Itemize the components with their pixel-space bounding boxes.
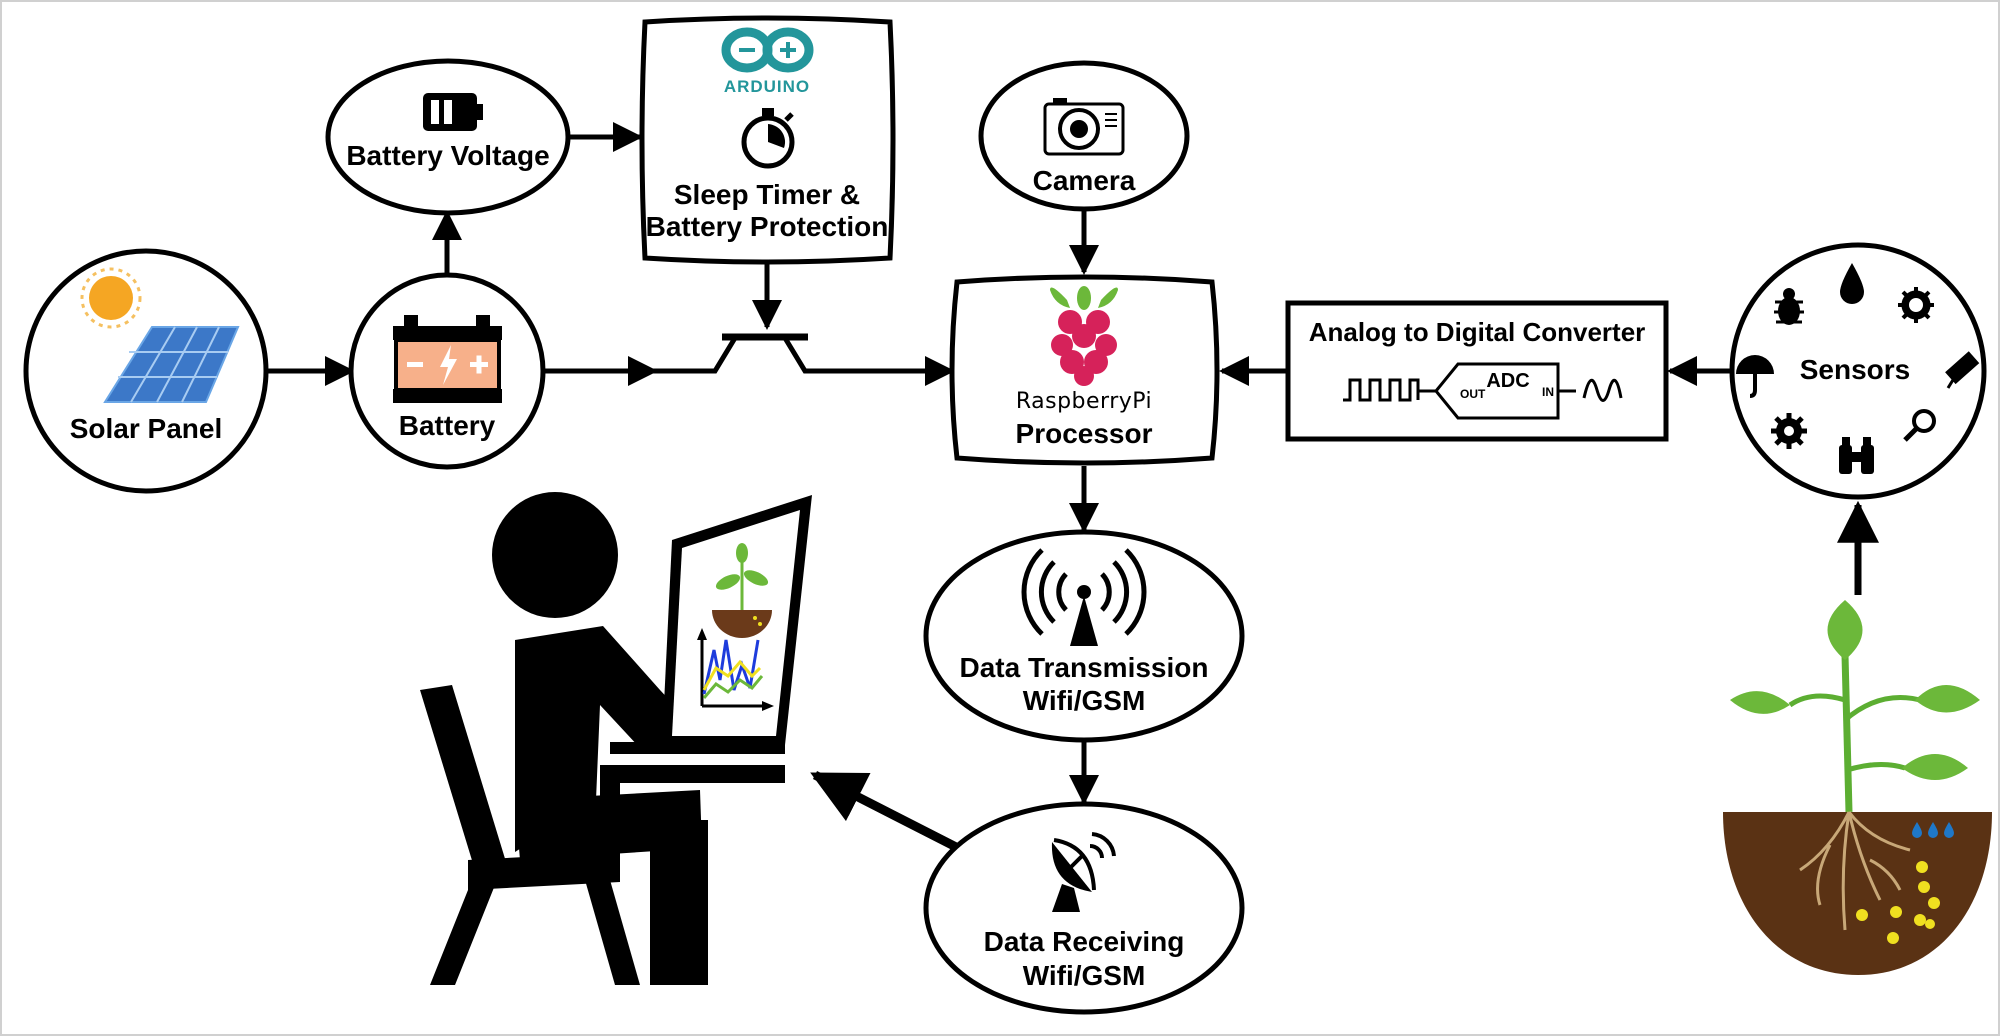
node-transmission: Data Transmission Wifi/GSM [923, 529, 1245, 743]
leaf-right [1915, 685, 1980, 713]
camera-icon [1043, 98, 1125, 156]
transmission-label-line1: Data Transmission [960, 652, 1209, 683]
arduino-label-line2: Battery Protection [646, 211, 889, 242]
monitor-plant-icon [712, 543, 772, 638]
umbrella-icon [1736, 355, 1774, 398]
receiving-label-line2: Wifi/GSM [1023, 960, 1146, 991]
receiving-label-line1: Data Receiving [984, 926, 1185, 957]
node-sensors: Sensors [1729, 242, 1987, 500]
droplet-icon [1840, 263, 1864, 304]
sun-icon [80, 267, 142, 329]
solar-panel-icon [103, 326, 240, 403]
nutrient-dots [1856, 861, 1940, 944]
plant-roots [1799, 811, 1911, 931]
chair-back [420, 685, 510, 880]
node-receiving: Data Receiving Wifi/GSM [923, 801, 1245, 1015]
node-arduino: ARDUINO Sleep Timer & Battery Protection [639, 15, 896, 265]
satellite-dish-icon [1051, 832, 1116, 912]
chair-leg-right [585, 880, 640, 985]
switch-line-battery-side [545, 336, 738, 374]
pen-icon [1945, 351, 1980, 389]
magnifier-icon [1903, 409, 1936, 442]
water-droplets [1912, 822, 1954, 838]
raspberry-pi-icon [1050, 286, 1118, 386]
node-battery-voltage: Battery Voltage [325, 58, 571, 216]
digital-signal-icon [1343, 378, 1420, 402]
node-solar-panel: Solar Panel [23, 248, 269, 494]
chair-seat [468, 852, 620, 890]
person-at-computer-icon [420, 492, 812, 985]
desk [600, 765, 785, 783]
transmission-label-line2: Wifi/GSM [1023, 685, 1146, 716]
binoculars-icon [1839, 437, 1874, 474]
adc-in-pin: IN [1542, 385, 1554, 399]
arduino-label-line1: Sleep Timer & [674, 179, 860, 210]
person-shin [650, 820, 708, 985]
sensors-label: Sensors [1800, 354, 1911, 385]
adc-title: Analog to Digital Converter [1309, 317, 1646, 347]
soil-pot [1723, 812, 1992, 975]
arduino-brand: ARDUINO [724, 77, 810, 96]
node-processor: RaspberryPi Processor [949, 274, 1220, 466]
switch-line-processor-side [782, 336, 860, 374]
leaf-top [1827, 600, 1863, 660]
connections [268, 122, 1879, 853]
battery-voltage-label: Battery Voltage [346, 140, 549, 171]
battery-label: Battery [399, 410, 496, 441]
person-head [492, 492, 618, 618]
solar-panel-label: Solar Panel [70, 413, 223, 444]
analog-signal-icon [1582, 379, 1623, 402]
node-camera: Camera [978, 60, 1190, 212]
battery-level-icon [423, 93, 483, 131]
leaf-left [1730, 691, 1790, 714]
desk-support [600, 783, 620, 813]
battery-icon [393, 315, 502, 403]
gear-icon [1898, 287, 1934, 323]
camera-label: Camera [1033, 165, 1136, 196]
monitor-chart-icon [697, 628, 774, 711]
arduino-logo-icon: ARDUINO [721, 27, 814, 96]
leaf-lower [1902, 754, 1968, 780]
processor-label: Processor [1016, 418, 1153, 449]
raspberry-pi-brand: RaspberryPi [1016, 389, 1152, 414]
node-adc: Analog to Digital Converter ADC OUT IN [1285, 300, 1669, 442]
cog-icon [1771, 413, 1807, 449]
antenna-icon [1021, 548, 1147, 646]
chair-legs [430, 885, 495, 985]
adc-chip-label: ADC [1486, 370, 1529, 392]
node-battery: Battery [348, 272, 546, 470]
plant-stem [1841, 654, 1853, 813]
plant-in-soil-icon [1723, 600, 1992, 975]
stopwatch-icon [741, 108, 795, 169]
bug-icon [1774, 288, 1804, 325]
arrow-receiving-to-user [810, 770, 961, 853]
adc-out-pin: OUT [1460, 387, 1486, 401]
